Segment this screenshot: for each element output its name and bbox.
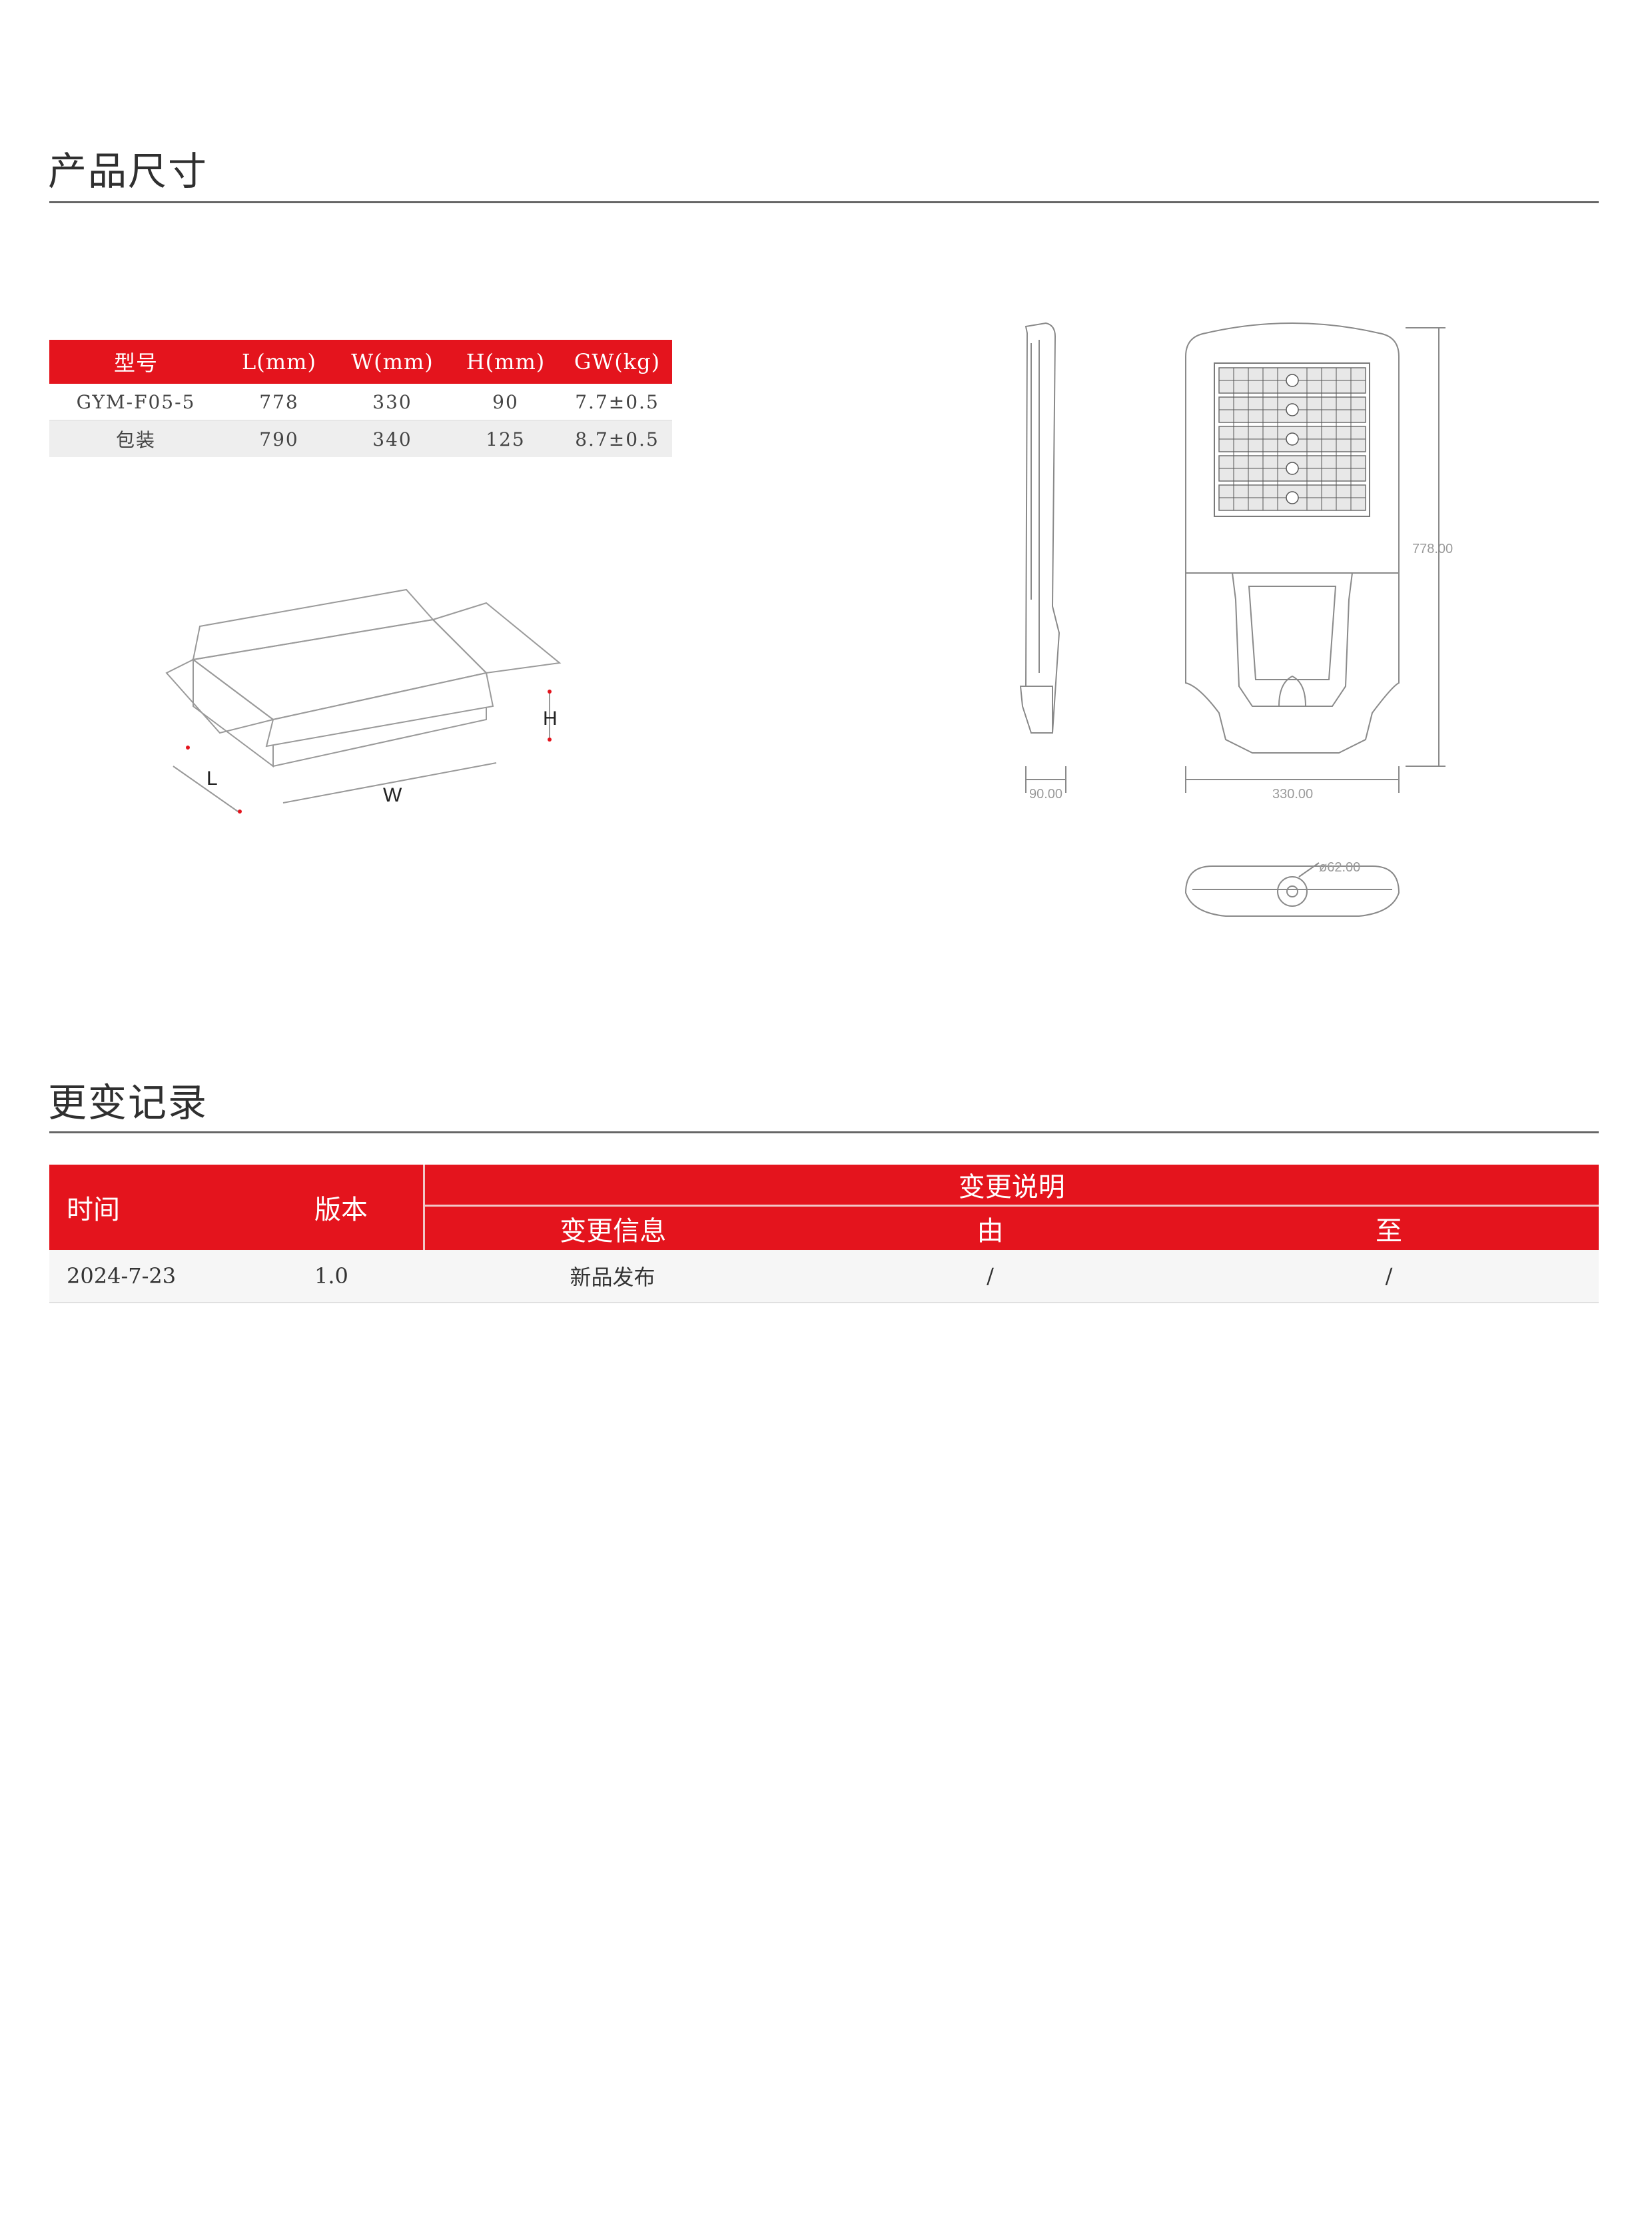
box-label-h: H — [543, 708, 558, 730]
spec-cell-model: GYM-F05-5 — [49, 384, 222, 421]
spec-cell-height: 125 — [449, 420, 562, 457]
section-divider — [49, 1131, 1599, 1133]
log-cell-to: / — [1179, 1250, 1599, 1303]
packaging-box-diagram: L W H — [165, 588, 562, 814]
spec-header-width: W(mm) — [336, 340, 449, 384]
log-header-to: 至 — [1179, 1205, 1599, 1250]
log-header-from: 由 — [801, 1205, 1179, 1250]
table-row: 2024-7-23 1.0 新品发布 / / — [49, 1250, 1599, 1303]
spec-header-length: L(mm) — [222, 340, 336, 384]
section-title-dimensions: 产品尺寸 — [48, 149, 208, 194]
box-label-w: W — [383, 784, 402, 806]
change-log-table: 时间 版本 变更说明 变更信息 由 至 2024-7-23 1.0 新品发布 /… — [49, 1165, 1599, 1303]
log-header-description: 变更说明 — [424, 1165, 1599, 1207]
spec-cell-model: 包装 — [49, 420, 222, 457]
spec-cell-length: 790 — [222, 420, 336, 457]
spec-cell-weight: 7.7±0.5 — [562, 384, 672, 421]
log-header-time: 时间 — [49, 1165, 217, 1250]
table-row: GYM-F05-5 778 330 90 7.7±0.5 — [49, 384, 672, 421]
spec-cell-width: 330 — [336, 384, 449, 421]
dim-pole-label: ø62.00 — [1319, 860, 1360, 875]
spec-cell-weight: 8.7±0.5 — [562, 420, 672, 457]
section-title-changelog: 更变记录 — [48, 1080, 208, 1125]
log-header-version: 版本 — [217, 1165, 425, 1250]
log-cell-version: 1.0 — [217, 1250, 424, 1303]
log-cell-time: 2024-7-23 — [49, 1250, 217, 1303]
section-divider — [49, 201, 1599, 203]
dim-width-label: 330.00 — [1272, 787, 1313, 802]
spec-cell-length: 778 — [222, 384, 336, 421]
dim-depth-label: 90.00 — [1029, 787, 1062, 802]
dim-length-label: 778.00 — [1412, 542, 1453, 556]
spec-cell-width: 340 — [336, 420, 449, 457]
log-header-info: 变更信息 — [424, 1205, 801, 1250]
log-cell-info: 新品发布 — [424, 1250, 801, 1303]
box-label-l: L — [206, 768, 218, 790]
product-technical-drawing: 778.00 330.00 90.00 ø62.00 — [1019, 322, 1453, 917]
spec-table-header-row: 型号 L(mm) W(mm) H(mm) GW(kg) — [49, 340, 672, 384]
spec-header-height: H(mm) — [449, 340, 562, 384]
table-row: 包装 790 340 125 8.7±0.5 — [49, 420, 672, 457]
spec-table: 型号 L(mm) W(mm) H(mm) GW(kg) GYM-F05-5 77… — [49, 340, 672, 457]
log-cell-from: / — [801, 1250, 1179, 1303]
spec-cell-height: 90 — [449, 384, 562, 421]
spec-header-model: 型号 — [49, 340, 222, 384]
spec-header-weight: GW(kg) — [562, 340, 672, 384]
